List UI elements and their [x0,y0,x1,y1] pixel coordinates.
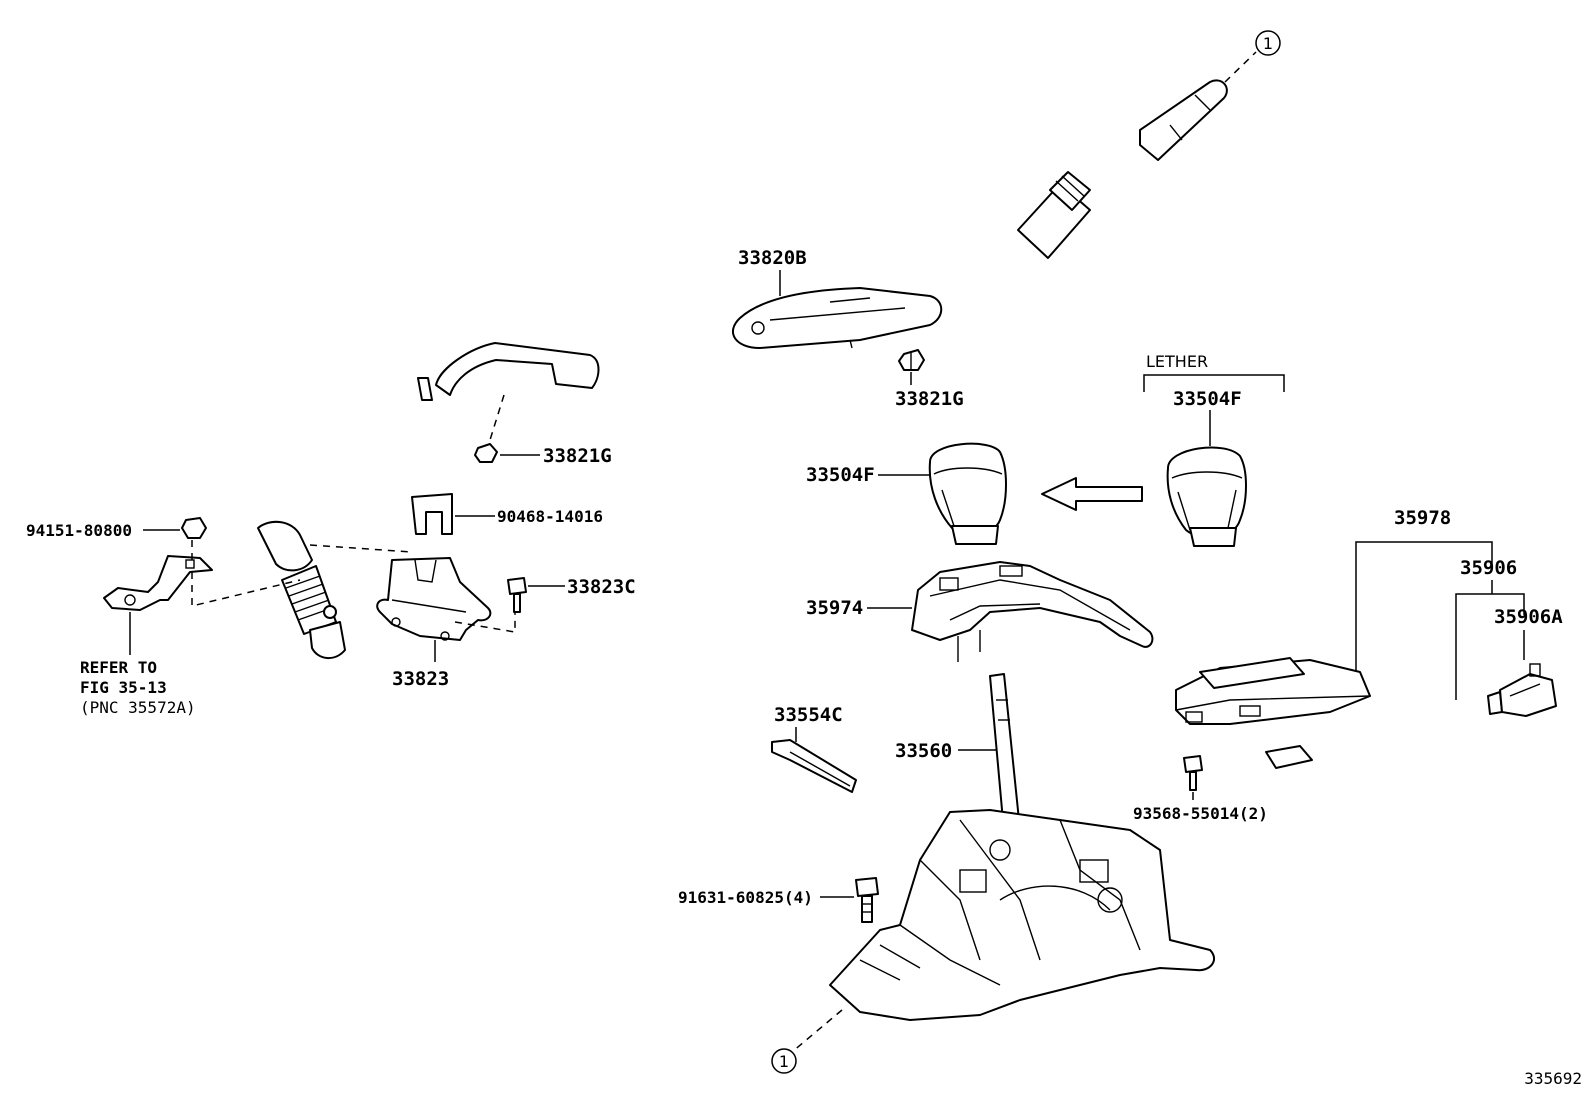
nut-lower[interactable] [474,443,498,463]
label-93568-55014: 93568-55014(2) [1133,804,1268,823]
reference-marker-top: 1 [1255,30,1281,56]
left-bracket[interactable] [103,555,213,611]
reference-marker-bottom-text: 1 [779,1052,789,1071]
bolt-33823C[interactable] [507,577,527,613]
nut-upper[interactable] [898,349,925,371]
label-33504F: 33504F [806,464,875,486]
label-90468-14016: 90468-14016 [497,507,603,526]
dashed-leader-nut-lower [489,394,505,441]
shift-lever[interactable] [989,673,1021,833]
dashed-bolt-bracket [454,605,516,633]
dashed-leader-top [1224,51,1257,83]
label-94151-80800: 94151-80800 [26,521,132,540]
shift-housing[interactable] [911,561,1154,662]
lether-bracket-line [1143,374,1285,392]
label-33821G-upper: 33821G [895,388,964,410]
switch-connector[interactable] [1499,663,1557,717]
shift-switch[interactable] [1175,657,1371,725]
label-35906: 35906 [1460,557,1517,579]
control-cable[interactable] [247,79,1228,659]
diagram-code: 335692 [1524,1069,1582,1088]
label-lether: LETHER [1146,352,1208,371]
shift-knob[interactable] [928,442,1007,545]
reference-marker-bottom: 1 [771,1048,797,1074]
shift-base[interactable] [829,809,1215,1021]
label-35978: 35978 [1394,507,1451,529]
label-91631-60825: 91631-60825(4) [678,888,813,907]
dashed-bracket-cable [191,572,301,607]
arrow-leather-to-knob [1041,477,1143,511]
label-33504F-leather: 33504F [1173,388,1242,410]
note-line2: FIG 35-13 [80,678,167,697]
label-33560: 33560 [895,740,952,762]
note-line3: (PNC 35572A) [80,698,196,717]
label-35906A: 35906A [1494,606,1563,628]
clip[interactable] [411,493,453,535]
slide-plate[interactable] [771,739,857,793]
dashed-leader-bottom [791,1009,843,1053]
bracket[interactable] [376,557,492,641]
switch-harness[interactable] [1265,691,1503,769]
dashed-cable-bracket [309,544,413,553]
label-33820B: 33820B [738,247,807,269]
shift-knob-leather[interactable] [1166,446,1247,547]
reference-marker-top-text: 1 [1263,34,1273,53]
bolt-base[interactable] [855,877,879,923]
note-line1: REFER TO [80,658,157,677]
label-35974: 35974 [806,597,863,619]
nut-left[interactable] [181,517,207,539]
leader-35978 [1355,541,1493,680]
leader-35906 [1455,580,1525,700]
label-33821G-lower: 33821G [543,445,612,467]
screw-switch[interactable] [1183,755,1203,791]
label-33554C: 33554C [774,704,843,726]
label-33823C: 33823C [567,576,636,598]
label-33823: 33823 [392,668,449,690]
